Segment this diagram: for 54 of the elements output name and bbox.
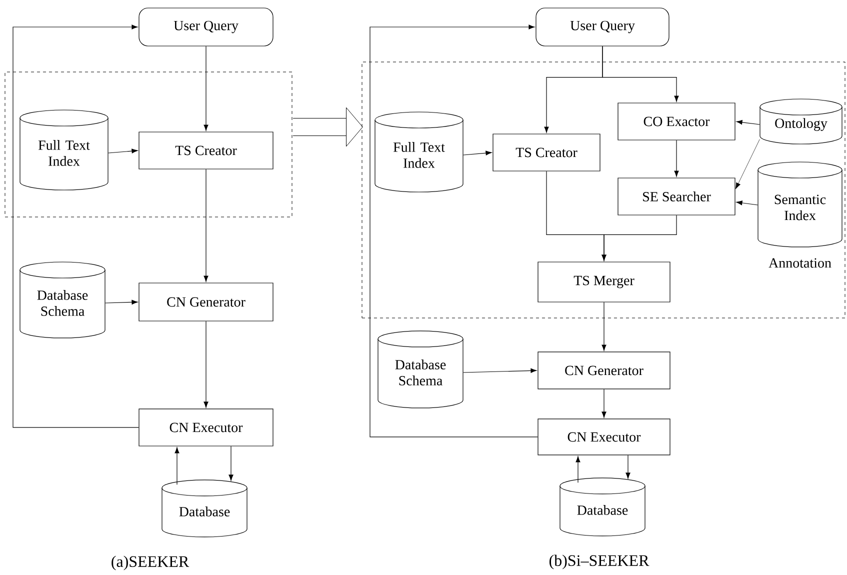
process-box: CN Executor bbox=[538, 418, 670, 456]
arrow bbox=[370, 24, 538, 438]
arrow bbox=[674, 140, 679, 177]
arrow bbox=[736, 200, 758, 206]
arrow bbox=[228, 446, 234, 481]
node-label: Database Schema bbox=[395, 360, 446, 386]
block-arrow bbox=[293, 107, 363, 147]
process-box: SE Searcher bbox=[618, 178, 736, 216]
arrow bbox=[12, 24, 139, 428]
figure-caption: (a)SEEKER bbox=[112, 556, 190, 570]
node-label: Full Text Index bbox=[393, 142, 445, 168]
process-box: TS Merger bbox=[538, 262, 670, 302]
arrow bbox=[735, 139, 760, 190]
arrow bbox=[174, 447, 180, 485]
arrow bbox=[108, 148, 138, 154]
database-cylinder: Full Text Index bbox=[374, 112, 464, 192]
arrow bbox=[463, 150, 492, 156]
arrow bbox=[626, 454, 630, 479]
arrow bbox=[463, 368, 537, 373]
database-cylinder: Database Schema bbox=[378, 330, 464, 408]
query-box: User Query bbox=[536, 8, 670, 46]
node-label: Full Text Index bbox=[38, 140, 90, 166]
arrow bbox=[105, 300, 138, 304]
process-box: CN Generator bbox=[538, 352, 670, 390]
node-label: Ontology bbox=[775, 118, 828, 131]
arrow bbox=[204, 320, 208, 408]
process-box: CN Generator bbox=[138, 282, 274, 322]
arrow bbox=[204, 46, 208, 131]
arrow bbox=[602, 214, 677, 261]
arrow bbox=[736, 120, 760, 125]
node-label: Database Schema bbox=[37, 290, 88, 316]
process-box: CO Exactor bbox=[618, 102, 736, 140]
database-cylinder: Full Text Index bbox=[20, 110, 108, 190]
database-cylinder: Database bbox=[162, 480, 248, 538]
dashed-region bbox=[4, 72, 292, 218]
node-label: Database bbox=[179, 506, 230, 516]
beside-caption: Annotation bbox=[768, 258, 832, 268]
database-cylinder: Database Schema bbox=[20, 262, 106, 338]
arrow bbox=[602, 46, 679, 102]
arrow bbox=[602, 388, 606, 418]
process-box: TS Creator bbox=[138, 132, 274, 170]
node-label: Semantic Index bbox=[774, 194, 826, 220]
query-box: User Query bbox=[138, 8, 274, 46]
process-box: TS Creator bbox=[492, 134, 600, 172]
process-box: CN Executor bbox=[138, 408, 274, 446]
arrow bbox=[602, 302, 606, 351]
database-cylinder: Database bbox=[560, 478, 646, 536]
arrow bbox=[576, 456, 580, 483]
figure-caption: (b)Si–SEEKER bbox=[549, 554, 650, 570]
database-cylinder: Ontology bbox=[760, 98, 842, 144]
dashed-region bbox=[362, 62, 846, 318]
database-cylinder: Semantic Index bbox=[758, 162, 842, 248]
arrow bbox=[204, 168, 208, 282]
node-label: Database bbox=[577, 505, 628, 515]
